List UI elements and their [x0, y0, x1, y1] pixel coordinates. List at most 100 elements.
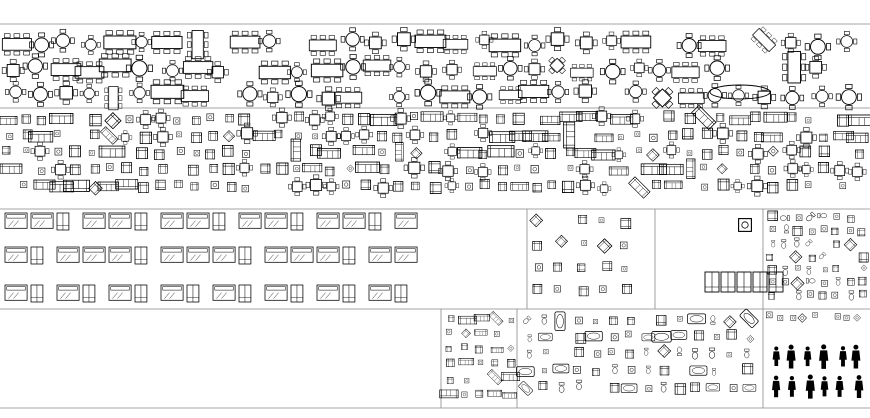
bed-elevation [4, 212, 28, 229]
chair-symbol [136, 147, 148, 160]
chair-symbol [694, 330, 705, 341]
fix-symbol [701, 183, 709, 191]
bed-elevation [56, 284, 80, 301]
round4-symbol [676, 33, 702, 58]
sq4-symbol [206, 61, 229, 84]
fix-symbol [809, 228, 816, 235]
tub-symbol [552, 363, 570, 374]
chair-symbol [701, 127, 713, 139]
bed-elevation [212, 246, 236, 263]
sq4-symbol [746, 175, 768, 197]
sq4-symbol [474, 163, 492, 181]
fix-symbol [507, 344, 515, 352]
bed-elevation [4, 246, 28, 263]
wc-symbol [558, 382, 565, 393]
sofa-symbol [591, 149, 616, 161]
sofa-symbol [628, 176, 651, 199]
bed-elevation [134, 246, 148, 265]
chair-symbol [478, 150, 487, 159]
round4-symbol [389, 56, 410, 78]
chair-symbol [652, 180, 661, 189]
fix-symbol [295, 132, 302, 140]
sq4-symbol [118, 130, 133, 145]
bed-elevation [30, 246, 44, 265]
rect6-symbol [749, 25, 779, 55]
chair-symbol [446, 129, 458, 140]
sq4-symbol [304, 110, 325, 130]
fix-symbol [54, 147, 63, 156]
sq4-symbol [730, 179, 745, 193]
bed-elevation [368, 212, 382, 231]
sq4-symbol [602, 31, 621, 50]
fix-symbol [620, 241, 628, 250]
tub-symbol [705, 383, 720, 392]
chair-symbol [139, 131, 152, 144]
fix-symbol [241, 185, 249, 193]
round4-symbol [22, 53, 48, 79]
sq4-symbol [573, 79, 598, 103]
fix-symbol [465, 182, 473, 191]
wc-symbol [782, 265, 788, 276]
chair-symbol [445, 346, 452, 352]
chair-symbol [787, 112, 797, 122]
chair-symbol [223, 130, 235, 143]
chair-symbol [750, 111, 761, 122]
chair-symbol [575, 332, 587, 344]
chair-symbol [446, 377, 454, 384]
sq4-symbol [403, 157, 425, 179]
sofa-symbol [486, 369, 503, 386]
fix-symbol [293, 165, 301, 172]
chair-symbol [190, 182, 199, 191]
chair-symbol [158, 164, 168, 174]
round4-symbol [624, 80, 647, 103]
person-figure [787, 375, 796, 397]
fix-symbol [446, 328, 452, 335]
chair-symbol [429, 132, 439, 142]
fix-symbol [38, 167, 46, 175]
fix-symbol [820, 225, 828, 233]
fix-symbol [193, 150, 200, 157]
wc-symbol [692, 348, 698, 360]
fix-symbol [461, 391, 468, 398]
chair-symbol [475, 389, 484, 398]
fix-symbol [599, 285, 607, 293]
sq4-symbol [780, 32, 801, 53]
wc-symbol [817, 213, 828, 219]
fix-symbol [342, 180, 351, 189]
tub-symbol [517, 380, 534, 397]
chair-symbol [690, 382, 700, 392]
round4-symbol [804, 33, 832, 60]
chair-symbol [89, 114, 102, 127]
fix-symbol [106, 163, 114, 171]
fix-symbol [572, 366, 581, 374]
chair-symbol [507, 359, 516, 368]
bed-elevation [316, 246, 340, 263]
fix-symbol [767, 166, 777, 175]
chair-symbol [410, 147, 423, 160]
round4-symbol [340, 27, 365, 52]
drawing-content [0, 23, 870, 409]
chair-symbol [646, 148, 660, 162]
bed-elevation [186, 212, 210, 229]
chair-symbol [294, 111, 305, 122]
tub-symbol [641, 333, 656, 342]
chair-symbol [682, 128, 694, 140]
wc-symbol [835, 277, 841, 286]
fix-symbol [804, 181, 812, 188]
chair-symbol [324, 166, 335, 177]
bed-elevation [56, 212, 70, 231]
chair-symbol [187, 164, 199, 176]
chair-symbol [837, 114, 849, 127]
chair-symbol [222, 145, 234, 157]
sq4-symbol [316, 86, 341, 111]
sofa-symbol [115, 179, 139, 190]
chair-symbol [620, 218, 632, 229]
fix-symbol [806, 290, 814, 298]
sq4-symbol [575, 175, 595, 195]
tub-symbol [554, 311, 566, 331]
person-figure [835, 375, 844, 397]
chair-symbol [702, 149, 713, 160]
oval-conference-table [709, 84, 771, 100]
sq4-symbol [54, 80, 79, 105]
fix-symbol [812, 312, 818, 318]
